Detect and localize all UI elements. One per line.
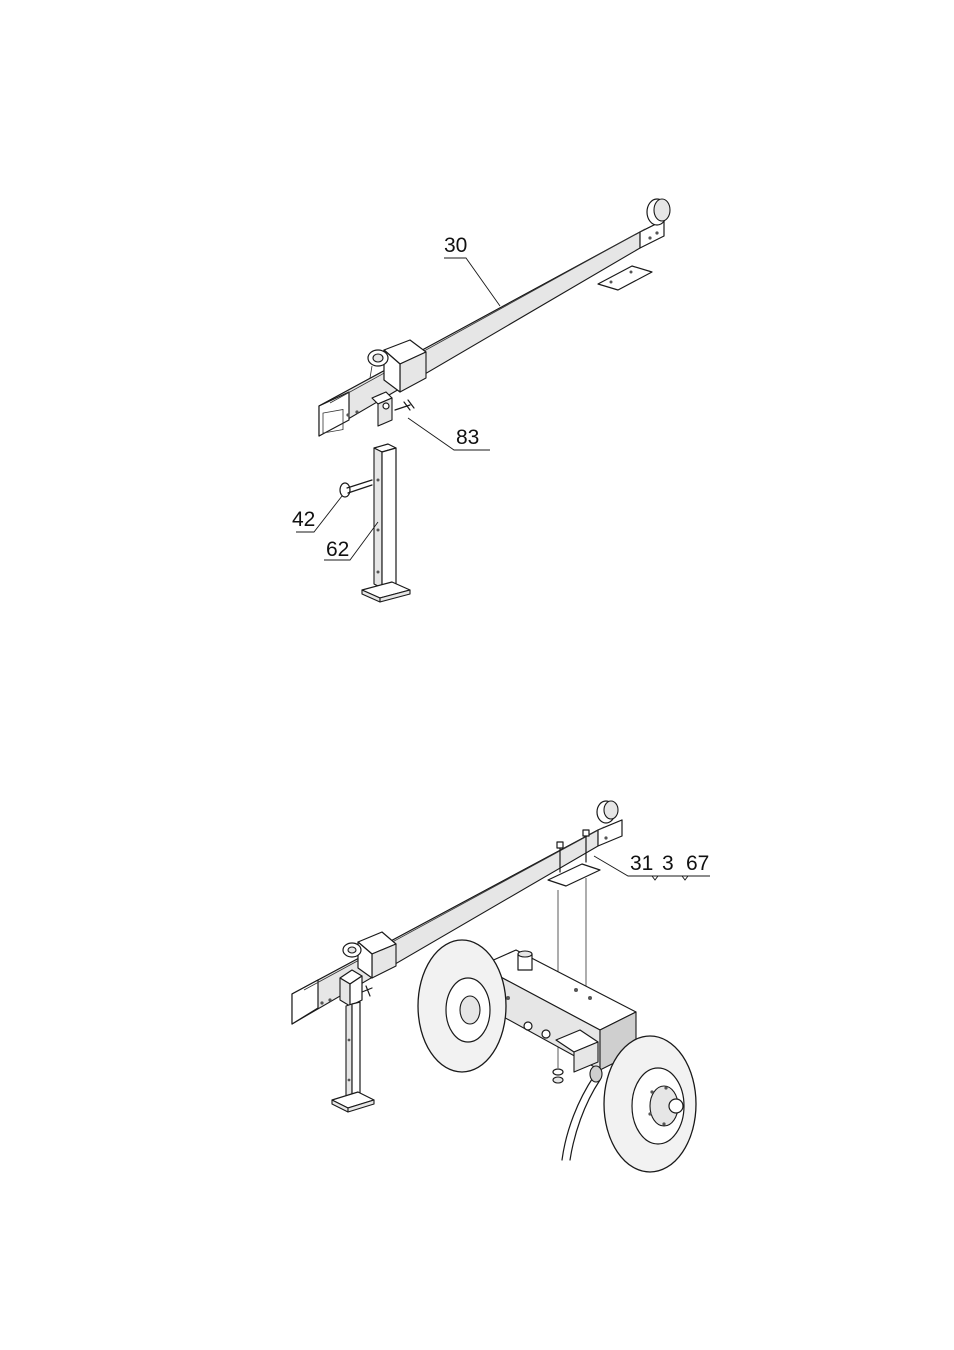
callout-30: 30 [444, 234, 467, 257]
tow-ring-end [647, 199, 670, 225]
callouts-figure-2: 31 3 67 [594, 852, 710, 880]
drawbar-tube [319, 220, 664, 436]
mounting-plate [598, 266, 652, 290]
figure-1-drawbar-assembly: 30 83 42 62 [292, 199, 670, 602]
wheel-left [418, 940, 506, 1072]
callout-83: 83 [456, 426, 479, 449]
callout-42: 42 [292, 508, 315, 531]
callout-3: 3 [662, 852, 674, 875]
pin-42 [340, 480, 372, 497]
jack-bracket [372, 392, 414, 426]
callout-67: 67 [686, 852, 709, 875]
figure-2-axle-assembly: 31 3 67 [292, 801, 710, 1172]
callout-62: 62 [326, 538, 349, 561]
support-leg [362, 444, 410, 602]
callout-31: 31 [630, 852, 653, 875]
